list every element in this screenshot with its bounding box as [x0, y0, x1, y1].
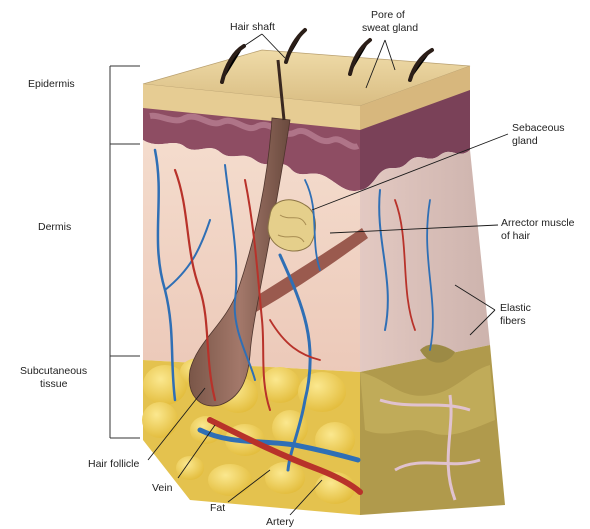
- label-sebaceous: Sebaceous: [512, 122, 565, 134]
- sebaceous-gland: [268, 200, 315, 251]
- right-side-face: [360, 66, 505, 515]
- label-subcutaneous-tissue: tissue: [40, 378, 68, 390]
- label-epidermis: Epidermis: [28, 78, 75, 90]
- label-hair-shaft: Hair shaft: [230, 21, 275, 33]
- label-sweat-gland: sweat gland: [362, 22, 418, 34]
- label-pore: Pore of: [371, 9, 405, 21]
- layer-brackets: [110, 66, 140, 438]
- label-sebaceous-gland: gland: [512, 135, 538, 147]
- label-arrector-muscle: Arrector muscle: [501, 217, 575, 229]
- label-subcutaneous: Subcutaneous: [20, 365, 87, 377]
- label-hair-follicle: Hair follicle: [88, 458, 140, 470]
- label-arrector-of-hair: of hair: [501, 230, 531, 242]
- label-fat: Fat: [210, 502, 225, 514]
- label-dermis: Dermis: [38, 221, 71, 233]
- label-vein: Vein: [152, 482, 173, 494]
- label-artery: Artery: [266, 516, 295, 528]
- subcutaneous-fat: [142, 358, 360, 515]
- label-elastic-fibers: fibers: [500, 315, 526, 327]
- label-elastic: Elastic: [500, 302, 531, 314]
